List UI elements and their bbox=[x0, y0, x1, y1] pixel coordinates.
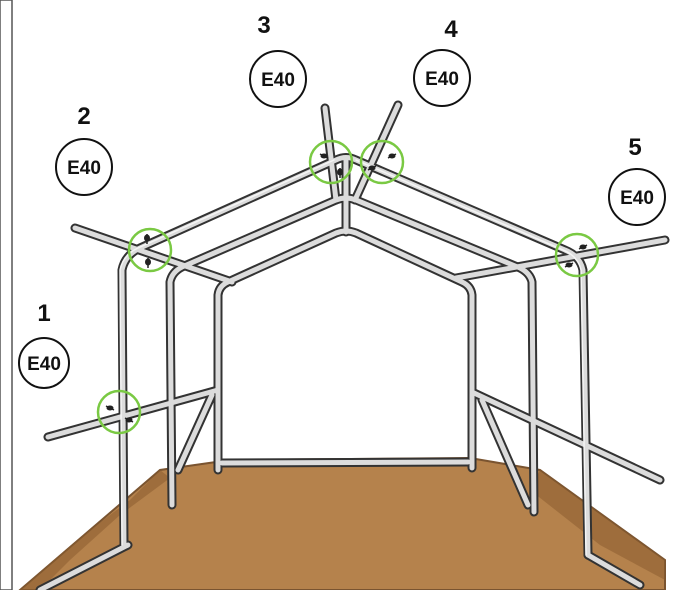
highlight-circle-3 bbox=[308, 139, 354, 185]
highlight-circle-5 bbox=[554, 232, 600, 278]
bolt-icon bbox=[144, 234, 150, 244]
bolt-icon bbox=[105, 405, 115, 411]
highlight-circle-4 bbox=[359, 139, 405, 185]
callout-number: 2 bbox=[77, 103, 90, 130]
callout-number: 3 bbox=[257, 12, 270, 39]
highlight-circle-2 bbox=[127, 227, 173, 273]
callout-5: 5 E40 bbox=[608, 134, 666, 226]
callout-number: 5 bbox=[628, 134, 641, 161]
callout-code: E40 bbox=[27, 354, 61, 375]
callout-number: 4 bbox=[444, 16, 458, 43]
callout-2: 2 E40 bbox=[55, 103, 113, 196]
bolt-icon bbox=[367, 165, 377, 171]
callout-1: 1 E40 bbox=[18, 300, 70, 389]
bolt-icon bbox=[145, 258, 151, 268]
ground-shadow-right bbox=[530, 470, 665, 580]
callout-4: 4 E40 bbox=[413, 16, 471, 107]
bolt-icon bbox=[319, 153, 329, 159]
callout-code: E40 bbox=[425, 69, 459, 90]
callout-number: 1 bbox=[37, 300, 50, 327]
callout-code: E40 bbox=[261, 70, 295, 91]
ground bbox=[18, 456, 666, 590]
bolt-icon bbox=[387, 153, 397, 159]
highlight-circle-1 bbox=[96, 389, 142, 435]
callout-code: E40 bbox=[620, 188, 654, 209]
bolt-icon bbox=[578, 244, 588, 250]
bolt-icon bbox=[124, 417, 134, 423]
callout-code: E40 bbox=[67, 158, 101, 179]
callout-3: 3 E40 bbox=[249, 12, 307, 108]
bolt-icon bbox=[564, 262, 574, 268]
bolt-icon bbox=[337, 168, 343, 178]
ground-shadow-left bbox=[20, 470, 170, 590]
left-border bbox=[0, 0, 13, 590]
